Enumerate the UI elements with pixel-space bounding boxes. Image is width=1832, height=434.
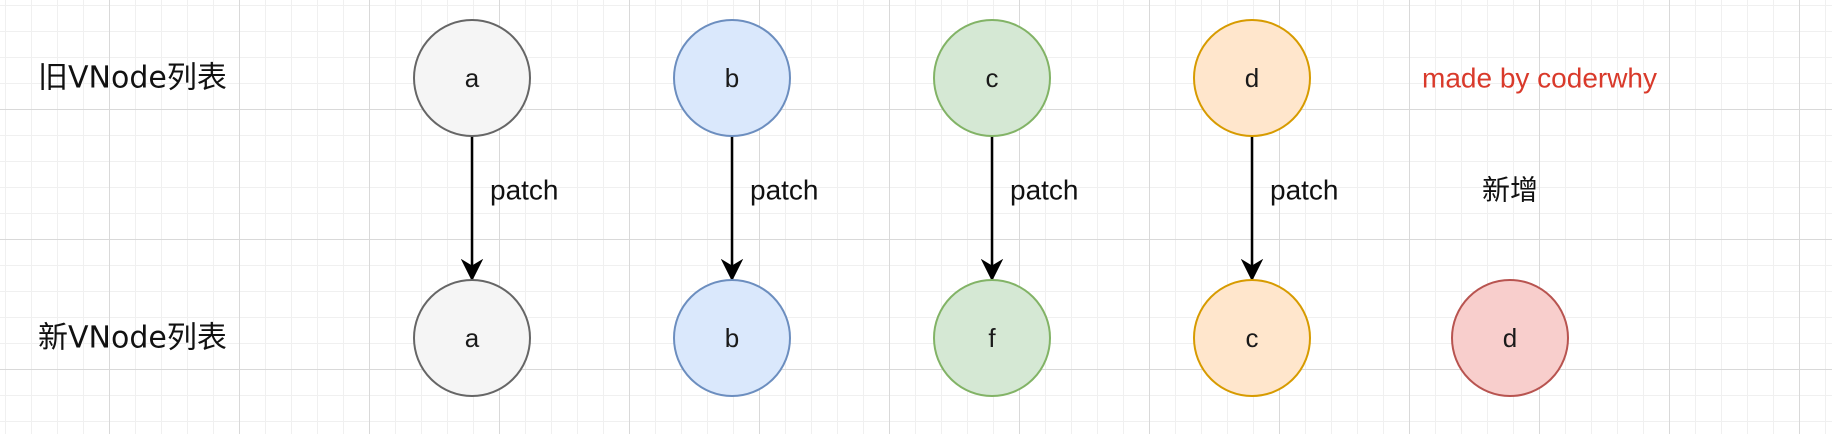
new-vnode-list-label: 新VNode列表 [38,321,227,356]
old-vnode-row: a b c d [413,19,1311,137]
old-node-label: a [465,63,480,93]
added-note: 新增 [1482,174,1538,207]
credit-text: made by coderwhy [1422,63,1657,94]
old-node-a: a [413,19,531,137]
new-node-f: f [933,279,1051,397]
old-node-circle [1193,19,1311,137]
patch-edge: patch [460,136,559,282]
new-node-c: c [1193,279,1311,397]
patch-edge: patch [720,136,819,282]
new-node-circle [933,279,1051,397]
patch-edge: patch [980,136,1079,282]
new-node-label: b [725,323,739,353]
old-node-label: d [1245,63,1259,93]
old-node-d: d [1193,19,1311,137]
new-node-circle [673,279,791,397]
old-node-label: c [986,63,999,93]
new-node-d: d [1451,279,1569,397]
old-vnode-list-label: 旧VNode列表 [38,61,227,96]
new-node-label: c [1246,323,1259,353]
old-node-circle [933,19,1051,137]
patch-label: patch [1270,175,1339,206]
new-node-label: a [465,323,480,353]
new-node-circle [1193,279,1311,397]
new-node-b: b [673,279,791,397]
old-node-b: b [673,19,791,137]
new-node-circle [1451,279,1569,397]
old-node-circle [413,19,531,137]
old-node-circle [673,19,791,137]
patch-label: patch [490,175,559,206]
new-node-circle [413,279,531,397]
patch-edges: patch patch patch patch [460,136,1339,282]
patch-label: patch [1010,175,1079,206]
old-node-c: c [933,19,1051,137]
new-node-label: d [1503,323,1517,353]
new-node-label: f [988,323,996,353]
new-node-a: a [413,279,531,397]
patch-label: patch [750,175,819,206]
patch-edge: patch [1240,136,1339,282]
old-node-label: b [725,63,739,93]
